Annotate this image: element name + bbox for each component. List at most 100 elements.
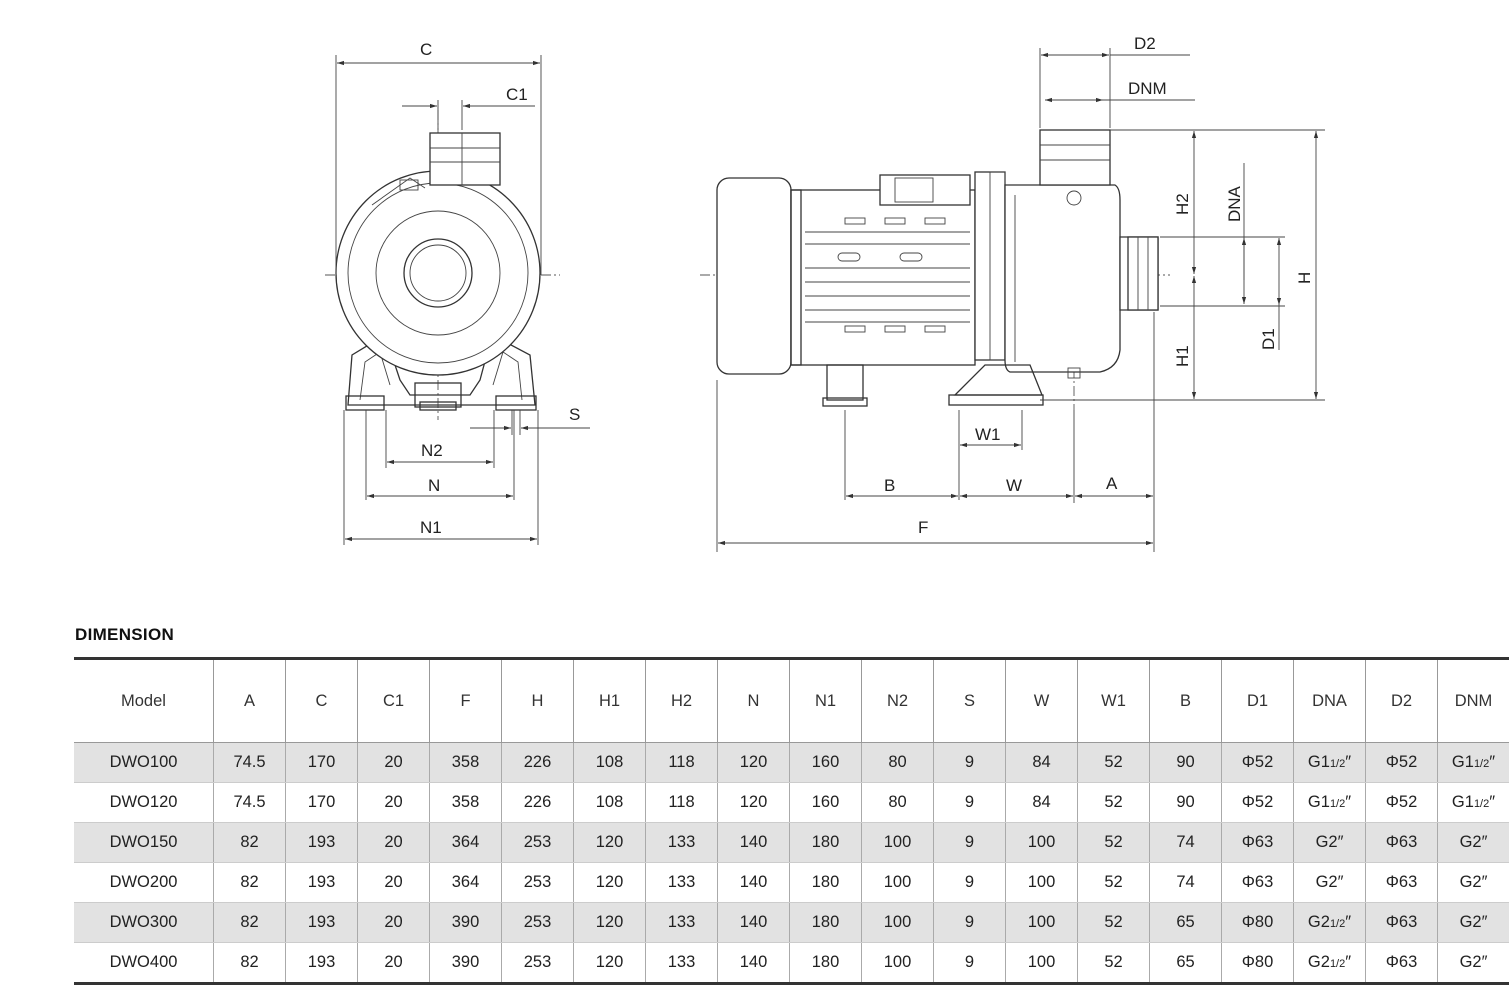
header-w1: W1 xyxy=(1077,658,1150,743)
value-cell-c1: 20 xyxy=(357,902,430,943)
value-cell-f: 358 xyxy=(429,782,502,823)
value-cell-dnm: G11/2″ xyxy=(1437,782,1509,823)
value-cell-c1: 20 xyxy=(357,942,430,984)
label-B: B xyxy=(884,476,895,495)
label-W: W xyxy=(1006,476,1022,495)
value-cell-s: 9 xyxy=(933,862,1006,903)
header-w: W xyxy=(1005,658,1078,743)
header-n2: N2 xyxy=(861,658,934,743)
value-cell-n2: 80 xyxy=(861,742,934,783)
value-cell-h: 226 xyxy=(501,782,574,823)
value-cell-w: 100 xyxy=(1005,942,1078,984)
value-cell-h2: 118 xyxy=(645,782,718,823)
value-cell-n2: 100 xyxy=(861,822,934,863)
value-cell-c: 170 xyxy=(285,782,358,823)
header-d1: D1 xyxy=(1221,658,1294,743)
value-cell-s: 9 xyxy=(933,902,1006,943)
value-cell-d2: Φ52 xyxy=(1365,782,1438,823)
label-F: F xyxy=(918,518,928,537)
value-cell-c: 170 xyxy=(285,742,358,783)
model-cell: DWO100 xyxy=(74,742,214,783)
value-cell-d2: Φ63 xyxy=(1365,862,1438,903)
value-cell-dna: G11/2″ xyxy=(1293,742,1366,783)
label-C: C xyxy=(420,40,432,59)
header-c1: C1 xyxy=(357,658,430,743)
value-cell-n1: 180 xyxy=(789,942,862,984)
value-cell-w: 100 xyxy=(1005,902,1078,943)
value-cell-a: 82 xyxy=(213,942,286,984)
value-cell-h1: 108 xyxy=(573,742,646,783)
value-cell-c1: 20 xyxy=(357,862,430,903)
value-cell-h2: 133 xyxy=(645,902,718,943)
pump-dimension-drawing: C C1 S N2 N N1 xyxy=(325,34,1325,552)
value-cell-n: 120 xyxy=(717,782,790,823)
model-cell: DWO150 xyxy=(74,822,214,863)
header-a: A xyxy=(213,658,286,743)
value-cell-n1: 180 xyxy=(789,862,862,903)
header-model: Model xyxy=(74,658,214,743)
value-cell-b: 74 xyxy=(1149,862,1222,903)
value-cell-w1: 52 xyxy=(1077,942,1150,984)
header-dnm: DNM xyxy=(1437,658,1509,743)
front-view: C C1 S N2 N N1 xyxy=(325,40,590,545)
label-DNM: DNM xyxy=(1128,79,1167,98)
label-S: S xyxy=(569,405,580,424)
value-cell-n: 140 xyxy=(717,902,790,943)
value-cell-f: 390 xyxy=(429,942,502,984)
value-cell-dna: G2″ xyxy=(1293,822,1366,863)
label-D1: D1 xyxy=(1259,328,1278,350)
value-cell-d1: Φ52 xyxy=(1221,782,1294,823)
header-d2: D2 xyxy=(1365,658,1438,743)
label-H1: H1 xyxy=(1173,345,1192,367)
value-cell-h1: 120 xyxy=(573,862,646,903)
value-cell-n1: 180 xyxy=(789,822,862,863)
value-cell-h2: 133 xyxy=(645,822,718,863)
value-cell-n: 140 xyxy=(717,822,790,863)
value-cell-w1: 52 xyxy=(1077,742,1150,783)
value-cell-h: 253 xyxy=(501,862,574,903)
value-cell-d2: Φ52 xyxy=(1365,742,1438,783)
value-cell-w: 100 xyxy=(1005,822,1078,863)
value-cell-w1: 52 xyxy=(1077,822,1150,863)
value-cell-s: 9 xyxy=(933,942,1006,984)
value-cell-d2: Φ63 xyxy=(1365,822,1438,863)
value-cell-b: 74 xyxy=(1149,822,1222,863)
value-cell-d1: Φ80 xyxy=(1221,942,1294,984)
value-cell-b: 90 xyxy=(1149,742,1222,783)
value-cell-h2: 133 xyxy=(645,862,718,903)
value-cell-h: 253 xyxy=(501,942,574,984)
value-cell-d2: Φ63 xyxy=(1365,942,1438,984)
value-cell-s: 9 xyxy=(933,782,1006,823)
value-cell-a: 82 xyxy=(213,822,286,863)
value-cell-s: 9 xyxy=(933,822,1006,863)
header-h1: H1 xyxy=(573,658,646,743)
value-cell-a: 82 xyxy=(213,902,286,943)
header-s: S xyxy=(933,658,1006,743)
value-cell-h1: 120 xyxy=(573,822,646,863)
header-h: H xyxy=(501,658,574,743)
value-cell-dnm: G2″ xyxy=(1437,902,1509,943)
value-cell-c1: 20 xyxy=(357,822,430,863)
value-cell-b: 65 xyxy=(1149,902,1222,943)
value-cell-h1: 108 xyxy=(573,782,646,823)
label-N1: N1 xyxy=(420,518,442,537)
value-cell-s: 9 xyxy=(933,742,1006,783)
label-C1: C1 xyxy=(506,85,528,104)
value-cell-n2: 100 xyxy=(861,942,934,984)
value-cell-a: 74.5 xyxy=(213,742,286,783)
value-cell-a: 82 xyxy=(213,862,286,903)
value-cell-h2: 118 xyxy=(645,742,718,783)
value-cell-n: 120 xyxy=(717,742,790,783)
value-cell-w1: 52 xyxy=(1077,902,1150,943)
value-cell-w1: 52 xyxy=(1077,862,1150,903)
value-cell-h1: 120 xyxy=(573,942,646,984)
value-cell-b: 90 xyxy=(1149,782,1222,823)
header-n1: N1 xyxy=(789,658,862,743)
label-A: A xyxy=(1106,474,1118,493)
value-cell-n2: 100 xyxy=(861,902,934,943)
header-f: F xyxy=(429,658,502,743)
model-cell: DWO400 xyxy=(74,942,214,984)
